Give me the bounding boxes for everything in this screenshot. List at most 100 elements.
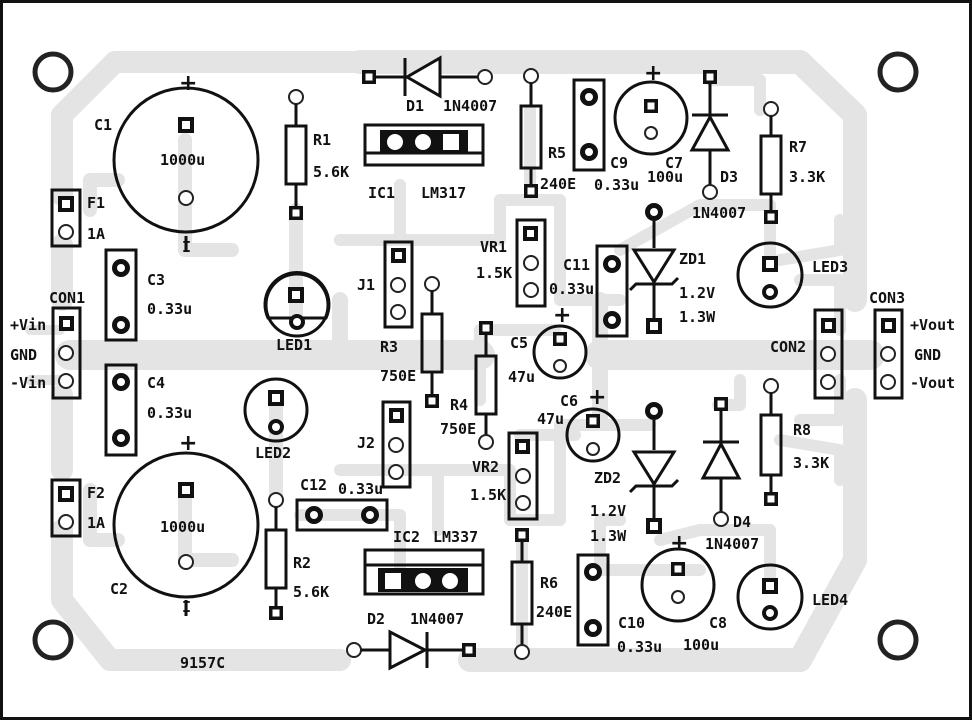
zener-zd1 xyxy=(628,203,680,334)
zener-zd2 xyxy=(628,402,680,534)
gnd-right-label: GND xyxy=(914,346,941,364)
mounting-hole-br xyxy=(877,619,919,661)
diode-d3 xyxy=(689,70,731,200)
j1-label: J1 xyxy=(357,276,375,294)
silkscreen-labels: + I C1 1000u + I C2 1000u F1 1A F2 1A CO… xyxy=(10,61,955,672)
d4-value: 1N4007 xyxy=(705,535,759,553)
mounting-hole-tl xyxy=(32,51,74,93)
j2-label: J2 xyxy=(357,434,375,452)
resistor-r7 xyxy=(759,101,783,224)
c12-label: C12 xyxy=(300,476,327,494)
led-led3 xyxy=(736,241,804,309)
r6-label: R6 xyxy=(540,574,558,592)
trimmer-vr1 xyxy=(515,218,547,308)
diode-d1 xyxy=(362,55,493,99)
d3-value: 1N4007 xyxy=(692,204,746,222)
c7-label: C7 xyxy=(665,154,683,172)
led-led1 xyxy=(263,270,331,338)
c2-plus: + xyxy=(179,431,197,456)
c4-value: 0.33u xyxy=(147,404,192,422)
d2-label: D2 xyxy=(367,610,385,628)
led-led2 xyxy=(243,377,309,443)
c6-label: C6 xyxy=(560,392,578,410)
f2-value: 1A xyxy=(87,514,105,532)
gnd-left-label: GND xyxy=(10,346,37,364)
capacitor-c9 xyxy=(572,78,606,172)
mounting-hole-bl xyxy=(32,619,74,661)
jumper-j2 xyxy=(381,400,412,489)
d2-value: 1N4007 xyxy=(410,610,464,628)
connector-con3 xyxy=(873,308,904,400)
r7-value: 3.3K xyxy=(789,168,825,186)
c10-value: 0.33u xyxy=(617,638,662,656)
c10-label: C10 xyxy=(618,614,645,632)
vin-neg-label: -Vin xyxy=(10,374,46,392)
zd2-power: 1.3W xyxy=(590,527,627,545)
c6-plus: + xyxy=(588,385,606,410)
board-id: 9157C xyxy=(180,654,225,672)
c11-label: C11 xyxy=(563,256,590,274)
r2-value: 5.6K xyxy=(293,583,329,601)
c6-value: 47u xyxy=(537,410,564,428)
zd1-power: 1.3W xyxy=(679,308,716,326)
f1-label: F1 xyxy=(87,194,105,212)
r6-value: 240E xyxy=(536,603,572,621)
zd2-voltage: 1.2V xyxy=(590,502,626,520)
c3-value: 0.33u xyxy=(147,300,192,318)
connector-con1 xyxy=(51,306,82,400)
c1-plus: + xyxy=(179,71,197,96)
c7-plus: + xyxy=(644,61,662,86)
con2-label: CON2 xyxy=(770,338,806,356)
ic2-label: IC2 xyxy=(393,528,420,546)
mounting-holes xyxy=(32,51,919,661)
resistor-r4 xyxy=(474,321,498,450)
c1-minus: I xyxy=(182,238,191,256)
r7-label: R7 xyxy=(789,138,807,156)
vout-pos-label: +Vout xyxy=(910,316,955,334)
ic1-label: IC1 xyxy=(368,184,395,202)
vout-neg-label: -Vout xyxy=(910,374,955,392)
diode-d4 xyxy=(700,397,742,527)
r3-value: 750E xyxy=(380,367,416,385)
fuse-f2 xyxy=(50,478,82,538)
d4-label: D4 xyxy=(733,513,751,531)
c2-label: C2 xyxy=(110,580,128,598)
c9-value: 0.33u xyxy=(594,176,639,194)
regulator-ic2 xyxy=(363,548,485,596)
c8-label: C8 xyxy=(709,614,727,632)
c8-value: 100u xyxy=(683,636,719,654)
r1-value: 5.6K xyxy=(313,163,349,181)
c5-plus: + xyxy=(553,303,571,328)
led2-label: LED2 xyxy=(255,444,291,462)
trimmer-vr2 xyxy=(507,431,539,521)
fuse-f1 xyxy=(50,188,82,248)
capacitor-c7 xyxy=(613,80,689,156)
resistor-r5 xyxy=(519,68,543,198)
r4-value: 750E xyxy=(440,420,476,438)
r5-label: R5 xyxy=(548,144,566,162)
r1-label: R1 xyxy=(313,131,331,149)
jumper-j1 xyxy=(383,240,414,329)
c1-label: C1 xyxy=(94,116,112,134)
r8-label: R8 xyxy=(793,421,811,439)
c3-label: C3 xyxy=(147,271,165,289)
d3-label: D3 xyxy=(720,168,738,186)
r8-value: 3.3K xyxy=(793,454,829,472)
connector-con2 xyxy=(813,308,844,400)
resistor-r8 xyxy=(759,378,783,506)
c12-value: 0.33u xyxy=(338,480,383,498)
resistor-r2 xyxy=(264,492,288,620)
zd1-label: ZD1 xyxy=(679,250,706,268)
ic2-value: LM337 xyxy=(433,528,478,546)
capacitor-c8 xyxy=(640,547,716,623)
d1-label: D1 xyxy=(406,97,424,115)
capacitor-c2 xyxy=(112,451,260,616)
led3-label: LED3 xyxy=(812,258,848,276)
c9-label: C9 xyxy=(610,154,628,172)
c2-minus: I xyxy=(182,598,191,616)
c4-label: C4 xyxy=(147,374,165,392)
zd2-label: ZD2 xyxy=(594,469,621,487)
mounting-hole-tr xyxy=(877,51,919,93)
d1-value: 1N4007 xyxy=(443,97,497,115)
